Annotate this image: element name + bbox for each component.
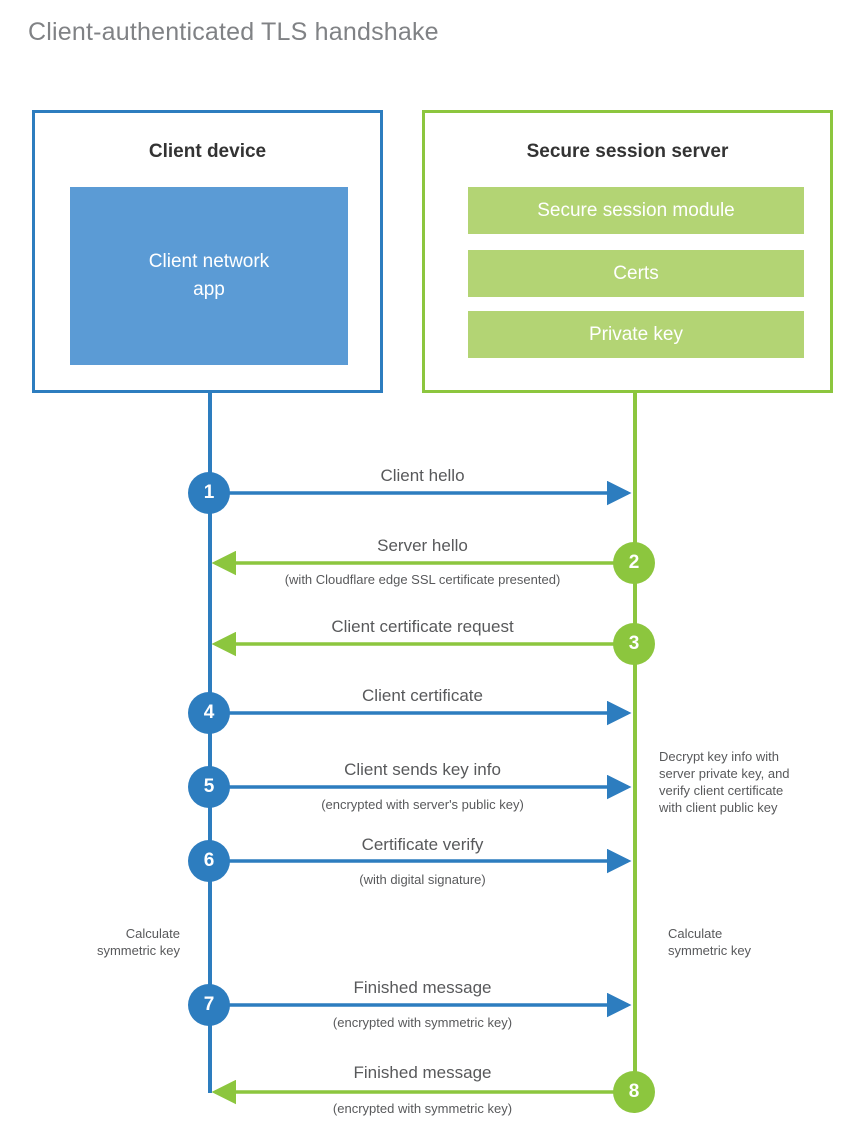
arrow-sublabel-step-7: (encrypted with symmetric key) (332, 1015, 513, 1030)
server-lifeline (633, 393, 637, 1093)
note-server-decrypt: Decrypt key info with server private key… (659, 748, 849, 816)
server-module-certs: Certs (468, 250, 804, 297)
arrow-label-step-6: Certificate verify (361, 835, 484, 854)
client-app-label-line2: app (193, 279, 225, 300)
step-marker-6[interactable]: 6 (188, 840, 230, 882)
arrow-label-step-7: Finished message (353, 978, 492, 997)
client-app-label-line1: Client network (148, 251, 270, 272)
page-title: Client-authenticated TLS handshake (28, 18, 439, 46)
client-device-box: Client device Client network app (32, 110, 383, 393)
arrow-label-step-5: Client sends key info (344, 760, 501, 779)
arrow-label-step-4: Client certificate (362, 686, 483, 705)
step-marker-2[interactable]: 2 (613, 542, 655, 584)
step-marker-5[interactable]: 5 (188, 766, 230, 808)
arrow-sublabel-step-2: (with Cloudflare edge SSL certificate pr… (284, 572, 561, 587)
client-lifeline (208, 393, 212, 1093)
note-server-calc-line-1: Calculate (668, 926, 723, 941)
step-marker-7[interactable]: 7 (188, 984, 230, 1026)
arrow-label-step-3: Client certificate request (331, 617, 514, 636)
note-server-decrypt-line-1: Decrypt key info with (659, 749, 779, 764)
note-client-calculate-symmetric-key: Calculate symmetric key (0, 925, 180, 959)
note-server-decrypt-line-4: with client public key (659, 800, 778, 815)
step-marker-8[interactable]: 8 (613, 1071, 655, 1113)
step-marker-4[interactable]: 4 (188, 692, 230, 734)
note-server-decrypt-line-2: server private key, and (659, 766, 790, 781)
secure-session-server-box: Secure session server Secure session mod… (422, 110, 833, 393)
note-client-calc-line-1: Calculate (125, 926, 180, 941)
client-network-app-block: Client network app (70, 187, 348, 365)
arrow-sublabel-step-8: (encrypted with symmetric key) (332, 1101, 513, 1116)
step-marker-3[interactable]: 3 (613, 623, 655, 665)
note-server-calc-line-2: symmetric key (668, 943, 752, 958)
arrow-label-step-8: Finished message (353, 1063, 492, 1082)
arrow-label-step-1: Client hello (380, 466, 465, 485)
step-marker-1[interactable]: 1 (188, 472, 230, 514)
client-device-title: Client device (148, 141, 267, 162)
note-server-decrypt-line-3: verify client certificate (659, 783, 784, 798)
server-module-private-key: Private key (468, 311, 804, 358)
arrow-label-step-2: Server hello (377, 536, 468, 555)
note-client-calc-line-2: symmetric key (96, 943, 180, 958)
secure-session-server-title: Secure session server (526, 141, 729, 162)
note-server-calculate-symmetric-key: Calculate symmetric key (668, 925, 853, 959)
server-module-secure-session-module: Secure session module (468, 187, 804, 234)
arrow-sublabel-step-5: (encrypted with server's public key) (321, 797, 524, 812)
arrow-sublabel-step-6: (with digital signature) (359, 872, 486, 887)
